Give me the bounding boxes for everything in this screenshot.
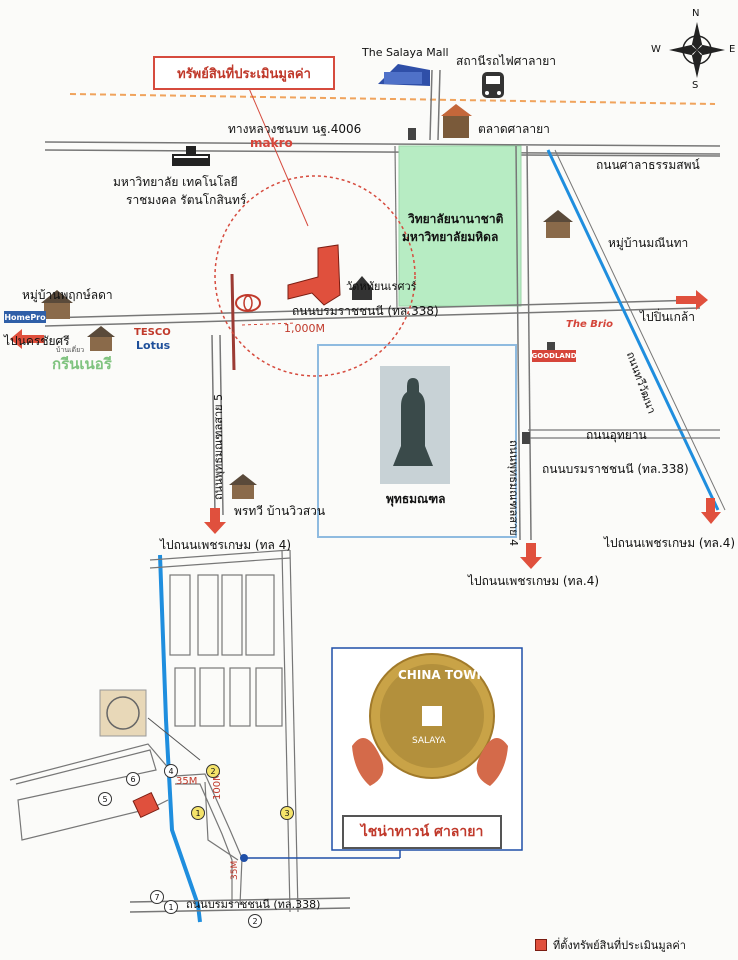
house-icon-wiwatsuan	[229, 474, 257, 499]
thebrio-logo: The Brio	[566, 319, 614, 330]
label-to-phetkasem-c: ไปถนนเพชรเกษม (ทล 4)	[160, 538, 292, 552]
wiwattana-road	[546, 149, 720, 511]
label-bottom-road-338: ถนนบรมราชชนนี (ทล.338)	[186, 898, 321, 911]
arrow-phetkasem-a	[204, 508, 226, 534]
label-salaya-station: สถานีรถไฟศาลายา	[456, 54, 556, 68]
label-utthayan-road: ถนนอุทยาน	[586, 428, 647, 442]
label-phutthamonthon-sai4: ถนนพุทธมณฑลสาย 4	[507, 440, 520, 547]
label-phruksa-village: หมู่บ้านพฤกษ์ลดา	[22, 288, 113, 302]
radius-circle	[214, 175, 416, 377]
label-wat: วัดหทัยนเรศวร์	[346, 280, 417, 293]
university-icon	[172, 146, 210, 166]
marker-2: 2	[206, 764, 220, 778]
legend: ที่ตั้งทรัพย์สินที่ประเมินมูลค่า	[535, 936, 686, 954]
label-buddhamonthon: พุทธมณฑล	[386, 492, 446, 506]
greener-small-text: บ้านเดี่ยว	[56, 346, 85, 354]
label-manee-village: หมู่บ้านมณีนทา	[608, 236, 689, 250]
label-wiwatsuan: พรทวี บ้านวิวสวน	[234, 504, 326, 518]
mall-icon	[378, 64, 430, 86]
legend-swatch	[535, 939, 547, 951]
traffic-signal-icon	[522, 432, 530, 444]
marker-4: 4	[164, 764, 178, 778]
tesco-logo: TESCO	[134, 327, 171, 338]
compass-w: W	[651, 44, 661, 55]
marker-5: 5	[98, 792, 112, 806]
label-distance-35a: 35M	[176, 776, 198, 787]
highway-4006-road	[44, 141, 721, 147]
house-icon-manee	[543, 210, 573, 238]
label-distance-35b: 35M	[230, 860, 240, 880]
compass-s: S	[692, 80, 699, 91]
phutthamonthon-sai5-road	[211, 334, 216, 516]
label-road-338: ถนนบรมราชชนนี (ทล.338)	[292, 304, 439, 318]
label-phutthamonthon-sai5: ถนนพุทธมณฑลสาย 5	[212, 393, 225, 500]
property-plot	[287, 244, 341, 306]
goodland-logo: GOODLAND	[531, 350, 577, 362]
koi-fish-icon	[476, 738, 508, 786]
marker-6: 6	[126, 772, 140, 786]
label-rmutr-line2: ราชมงคล รัตนโกสินทร์	[126, 193, 247, 207]
train-icon	[482, 72, 504, 98]
arrow-nakhonchaisri	[10, 329, 44, 349]
label-rmutr-line1: มหาวิทยาลัย เทคโนโลยี	[113, 175, 238, 189]
salaya-thammasop-road	[519, 154, 721, 157]
label-highway-4006: ทางหลวงชนบท นฐ.4006	[228, 122, 362, 136]
traffic-signal-icon	[408, 128, 416, 140]
temple-icon	[350, 276, 374, 300]
label-mahidol-line2: มหาวิทยาลัยมหิดล	[402, 230, 499, 244]
canal	[158, 554, 202, 923]
marker-1: 1	[191, 806, 205, 820]
label-to-pinklao: ไปปิ่นเกล้า	[640, 310, 695, 324]
label-to-phetkasem-b: ไปถนนเพชรเกษม (ทล.4)	[468, 574, 600, 588]
greener-logo: กรีนเนอรี	[52, 355, 112, 373]
house-icon-phruksa	[41, 290, 73, 319]
label-salaya-thammasop: ถนนศาลาธรรมสพน์	[596, 158, 700, 172]
marker-3: 3	[280, 806, 294, 820]
access-road	[174, 773, 243, 906]
property-plot-detail	[132, 791, 160, 819]
marker-1: 1	[164, 900, 178, 914]
lotus-logo: Lotus	[136, 339, 171, 352]
compass-icon	[669, 22, 725, 78]
label-to-phetkasem-a: ไปถนนเพชรเกษม (ทล.4)	[604, 536, 736, 550]
label-mahidol-line1: วิทยาลัยนานาชาติ	[408, 212, 504, 226]
phutthamonthon-sai4-road	[515, 145, 521, 541]
arrow-phetkasem-b	[520, 543, 542, 569]
label-distance-1000: 1,000M	[284, 322, 325, 335]
map-title: ทรัพย์สินที่ประเมินมูลค่า	[153, 56, 335, 90]
housing-blocks	[149, 549, 299, 913]
location-pin	[240, 854, 248, 862]
marker-7: 7	[150, 890, 164, 904]
borommaratchachonnani-road	[44, 299, 701, 319]
china-town-caption: ไชน่าทาวน์ ศาลายา	[342, 815, 502, 849]
china-town-logo-sub: SALAYA	[412, 736, 446, 746]
house-icon-greener	[87, 326, 115, 351]
railway-line	[69, 93, 716, 105]
makro-logo: makro	[250, 136, 293, 150]
arrow-phetkasem-c	[701, 498, 721, 524]
compass-e: E	[729, 44, 736, 55]
marker-2: 2	[248, 914, 262, 928]
label-road-338-b: ถนนบรมราชชนนี (ทล.338)	[542, 462, 689, 476]
label-salaya-market: ตลาดศาลายา	[478, 122, 550, 136]
arrow-pinklao	[676, 290, 708, 310]
toyota-logo-icon	[235, 294, 261, 312]
buddha-statue	[393, 378, 433, 466]
traffic-signal-icon	[547, 342, 555, 352]
market-icon	[441, 104, 472, 138]
koi-fish-icon	[352, 738, 384, 786]
mahidol-campus	[398, 145, 522, 307]
label-to-nakhonchaisri: ไปนครชัยศรี	[4, 334, 70, 348]
label-salaya-mall: The Salaya Mall	[362, 46, 449, 59]
china-town-logo-text: CHINA TOWN	[398, 668, 487, 682]
buddhamonthon-park	[317, 344, 517, 538]
compass-n: N	[692, 8, 700, 19]
homepro-logo: HomePro	[4, 311, 46, 323]
legend-label: ที่ตั้งทรัพย์สินที่ประเมินมูลค่า	[553, 939, 686, 952]
